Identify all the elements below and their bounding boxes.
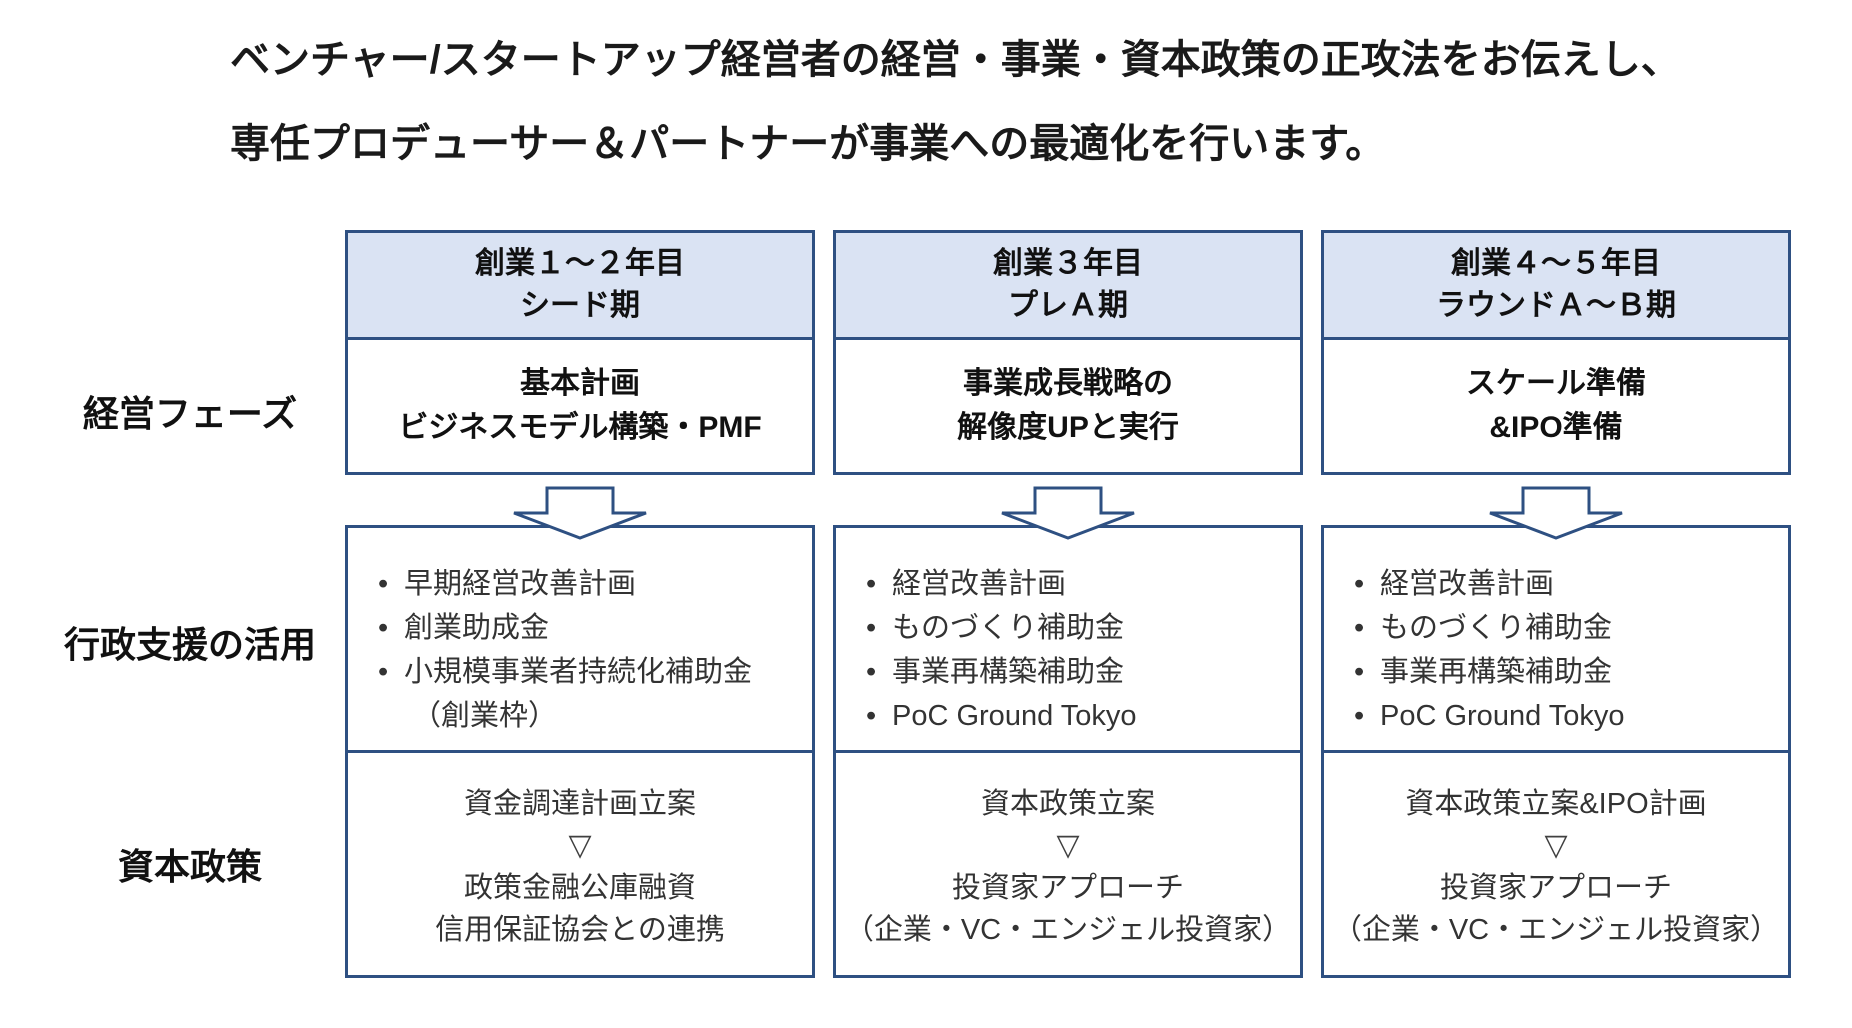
column-seed-stage: 創業１～２年目 シード期 基本計画 ビジネスモデル構築・PMF • 早期経営改善… <box>345 230 815 978</box>
bullet-icon: • <box>1354 700 1365 732</box>
stage-header: 創業３年目 プレＡ期 <box>836 233 1300 340</box>
bullet-icon: • <box>866 700 877 732</box>
capital-line: 信用保証協会との連携 <box>435 914 725 946</box>
list-item: • 早期経営改善計画 <box>378 562 804 606</box>
list-item: • 経営改善計画 <box>1354 562 1780 606</box>
list-item: • 事業再構築補助金 <box>1354 650 1780 694</box>
phase-line: スケール準備 <box>1466 367 1646 400</box>
down-triangle-icon: ▽ <box>1056 829 1080 862</box>
stage-top-box: 創業１～２年目 シード期 基本計画 ビジネスモデル構築・PMF <box>345 230 815 475</box>
phase-box: 事業成長戦略の 解像度UPと実行 <box>836 340 1300 472</box>
capital-line: 資金調達計画立案 <box>463 788 696 820</box>
bullet-icon: • <box>866 656 877 688</box>
phase-line: ビジネスモデル構築・PMF <box>398 411 762 444</box>
stage-bottom-box: • 経営改善計画 • ものづくり補助金 • 事業再構築補助金 • PoC Gro… <box>1321 525 1791 978</box>
bullet-icon: • <box>866 612 877 644</box>
down-arrow-icon <box>513 486 647 540</box>
capital-line: （企業・VC・エンジェル投資家） <box>1332 914 1780 946</box>
support-item-label: 事業再構築補助金 <box>1380 656 1613 688</box>
support-item-wrap-line: （創業枠） <box>412 700 558 732</box>
down-triangle-icon: ▽ <box>1544 829 1568 862</box>
row-label-gov-support: 行政支援の活用 <box>63 624 316 665</box>
list-item: • PoC Ground Tokyo <box>866 694 1292 738</box>
list-item: • 創業助成金 <box>378 606 804 650</box>
support-item-label: ものづくり補助金 <box>892 612 1125 644</box>
column-round-ab-stage: 創業４～５年目 ラウンドＡ～Ｂ期 スケール準備 &IPO準備 • 経営改善計画 … <box>1321 230 1791 978</box>
row-label-capital-policy: 資本政策 <box>117 846 262 887</box>
capital-line: 政策金融公庫融資 <box>463 872 696 904</box>
title-line-2: 専任プロデューサー＆パートナーが事業への最適化を行います。 <box>230 122 1386 166</box>
support-item-label: 創業助成金 <box>404 612 550 644</box>
column-pre-a-stage: 創業３年目 プレＡ期 事業成長戦略の 解像度UPと実行 • 経営改善計画 • も… <box>833 230 1303 978</box>
list-item: • ものづくり補助金 <box>1354 606 1780 650</box>
down-triangle-icon: ▽ <box>568 829 592 862</box>
support-box: • 経営改善計画 • ものづくり補助金 • 事業再構築補助金 • PoC Gro… <box>1324 528 1788 753</box>
capital-box: 資金調達計画立案 ▽ 政策金融公庫融資 信用保証協会との連携 <box>348 753 812 975</box>
page-title: ベンチャー/スタートアップ経営者の経営・事業・資本政策の正攻法をお伝えし、 専任… <box>230 18 1681 186</box>
support-item-label: ものづくり補助金 <box>1380 612 1613 644</box>
support-item-label: 小規模事業者持続化補助金 <box>404 656 753 688</box>
stage-header-line: 創業４～５年目 <box>1451 247 1661 280</box>
capital-box: 資本政策立案 ▽ 投資家アプローチ （企業・VC・エンジェル投資家） <box>836 753 1300 975</box>
phase-line: 解像度UPと実行 <box>957 411 1179 444</box>
bullet-icon: • <box>1354 656 1365 688</box>
stage-header-line: 創業１～２年目 <box>475 247 685 280</box>
phase-line: &IPO準備 <box>1489 411 1623 444</box>
row-label-management-phase: 経営フェーズ <box>82 393 298 434</box>
capital-line: 資本政策立案&IPO計画 <box>1405 788 1707 820</box>
list-item: • 経営改善計画 <box>866 562 1292 606</box>
bullet-icon: • <box>378 612 389 644</box>
down-arrow-icon <box>1001 486 1135 540</box>
support-item-label: PoC Ground Tokyo <box>1380 700 1625 732</box>
bullet-icon: • <box>378 656 389 688</box>
list-item: • 小規模事業者持続化補助金 <box>378 650 804 694</box>
support-box: • 経営改善計画 • ものづくり補助金 • 事業再構築補助金 • PoC Gro… <box>836 528 1300 753</box>
capital-box: 資本政策立案&IPO計画 ▽ 投資家アプローチ （企業・VC・エンジェル投資家） <box>1324 753 1788 975</box>
phase-box: スケール準備 &IPO準備 <box>1324 340 1788 472</box>
support-item-label: 経営改善計画 <box>1380 568 1555 600</box>
stage-bottom-box: • 経営改善計画 • ものづくり補助金 • 事業再構築補助金 • PoC Gro… <box>833 525 1303 978</box>
stage-header-line: プレＡ期 <box>1008 289 1128 322</box>
stage-top-box: 創業３年目 プレＡ期 事業成長戦略の 解像度UPと実行 <box>833 230 1303 475</box>
support-item-label: 経営改善計画 <box>892 568 1067 600</box>
capital-line: 投資家アプローチ <box>1439 872 1672 904</box>
capital-line: （企業・VC・エンジェル投資家） <box>844 914 1292 946</box>
list-item: • PoC Ground Tokyo <box>1354 694 1780 738</box>
stage-header-line: シード期 <box>520 289 640 322</box>
capital-line: 資本政策立案 <box>980 788 1155 820</box>
bullet-icon: • <box>1354 612 1365 644</box>
stage-top-box: 創業４～５年目 ラウンドＡ～Ｂ期 スケール準備 &IPO準備 <box>1321 230 1791 475</box>
list-item: • ものづくり補助金 <box>866 606 1292 650</box>
bullet-icon: • <box>378 568 389 600</box>
list-item: • 事業再構築補助金 <box>866 650 1292 694</box>
title-line-1: ベンチャー/スタートアップ経営者の経営・事業・資本政策の正攻法をお伝えし、 <box>230 38 1681 82</box>
stage-header-line: ラウンドＡ～Ｂ期 <box>1436 289 1676 322</box>
capital-line: 投資家アプローチ <box>951 872 1184 904</box>
stage-header: 創業１～２年目 シード期 <box>348 233 812 340</box>
bullet-icon: • <box>1354 568 1365 600</box>
bullet-icon: • <box>866 568 877 600</box>
support-item-label: PoC Ground Tokyo <box>892 700 1137 732</box>
phase-line: 事業成長戦略の <box>963 367 1173 400</box>
support-box: • 早期経営改善計画 • 創業助成金 • 小規模事業者持続化補助金 （創業枠） <box>348 528 812 753</box>
support-item-label: 早期経営改善計画 <box>404 568 637 600</box>
down-arrow-icon <box>1489 486 1623 540</box>
phase-box: 基本計画 ビジネスモデル構築・PMF <box>348 340 812 472</box>
phase-line: 基本計画 <box>520 367 640 400</box>
stage-bottom-box: • 早期経営改善計画 • 創業助成金 • 小規模事業者持続化補助金 （創業枠） … <box>345 525 815 978</box>
stage-header-line: 創業３年目 <box>993 247 1143 280</box>
support-item-label: 事業再構築補助金 <box>892 656 1125 688</box>
stage-header: 創業４～５年目 ラウンドＡ～Ｂ期 <box>1324 233 1788 340</box>
